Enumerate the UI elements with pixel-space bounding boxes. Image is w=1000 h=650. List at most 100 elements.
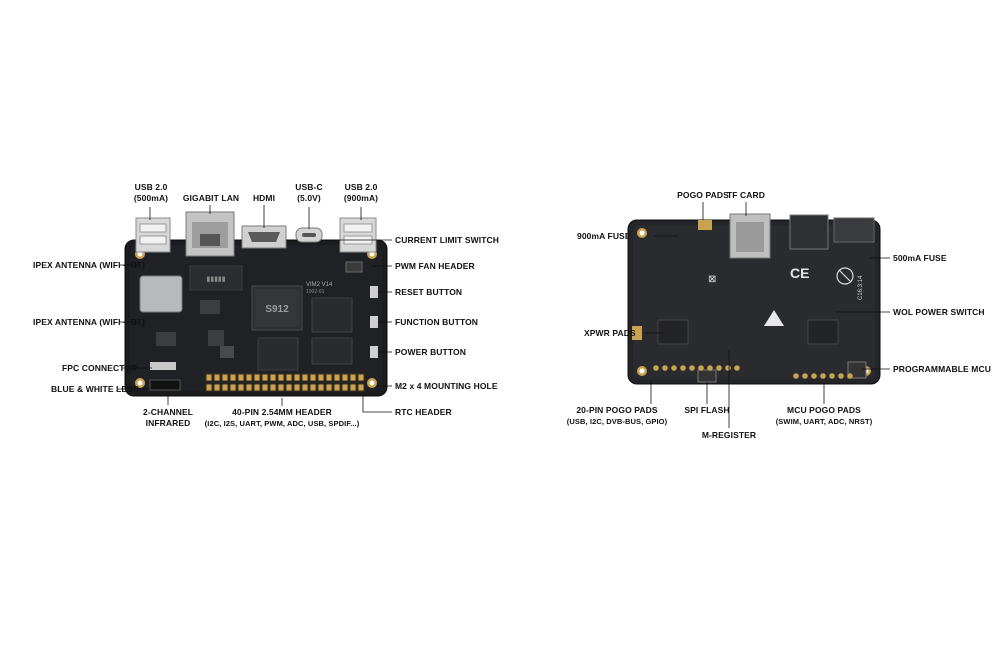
spi-flash-chip [697, 369, 717, 383]
pogo-pad [680, 365, 686, 371]
label-fpc-connector: FPC CONNECTOR [62, 363, 138, 373]
label-wol-power-switch: WOL POWER SWITCH [893, 307, 985, 317]
label-leds: BLUE & WHITE LEDS [51, 384, 140, 394]
ram-chip [311, 337, 353, 365]
date-silk: 1902-01 [306, 289, 325, 295]
pwm-fan-header [345, 261, 363, 273]
label-pogo-pads: POGO PADS [677, 190, 729, 200]
label-function-button: FUNCTION BUTTON [395, 317, 479, 327]
mcu-pogo-pad [847, 373, 853, 379]
gpio-pin [213, 383, 221, 392]
gpio-pin [213, 373, 221, 382]
gpio-pin [301, 373, 309, 382]
gpio-pin [357, 373, 365, 382]
label-mounting-hole: M2 x 4 MOUNTING HOLE [395, 381, 498, 391]
gpio-header [205, 373, 365, 392]
gpio-pin [333, 373, 341, 382]
pogo-pad [662, 365, 668, 371]
label-usb2-right: USB 2.0(900mA) [343, 182, 379, 203]
front-board: ▮▮▮▮▮ S912 VIM2 V14 1902-01 [118, 205, 392, 413]
gpio-pin [205, 383, 213, 392]
pogo-pad [653, 365, 659, 371]
gpio-pin [301, 383, 309, 392]
label-40-pin-header: 40-PIN 2.54MM HEADER(I2C, I2S, UART, PWM… [204, 407, 360, 428]
gpio-pin [325, 383, 333, 392]
gpio-pin [285, 373, 293, 382]
label-rtc-header: RTC HEADER [395, 407, 452, 417]
usb2-port-left [135, 217, 171, 253]
gpio-pin [221, 373, 229, 382]
mcu-pogo-pad [793, 373, 799, 379]
pogo-pad [716, 365, 722, 371]
pogo-pads-top [698, 220, 712, 230]
gpio-pin [229, 383, 237, 392]
mcu-pogo-pad [838, 373, 844, 379]
gpio-pin [277, 373, 285, 382]
gpio-pin [357, 383, 365, 392]
emmc-chip [189, 265, 243, 291]
model-silk: VIM2 V14 [306, 282, 333, 288]
gpio-pin [309, 373, 317, 382]
mcu-pogo-pad [811, 373, 817, 379]
programmable-mcu-chip [847, 361, 867, 379]
pogo-pad [725, 365, 731, 371]
gpio-pin [253, 373, 261, 382]
gpio-pin [293, 373, 301, 382]
pogo-pad [734, 365, 740, 371]
gpio-pin [349, 373, 357, 382]
label-usbc: USB-C(5.0V) [295, 182, 323, 203]
gpio-pin [245, 383, 253, 392]
label-reset-button: RESET BUTTON [395, 287, 463, 297]
usbc-port [295, 227, 323, 243]
serial-silk: C16:3:14 [858, 275, 864, 300]
power-button [370, 346, 378, 358]
hdmi-port [241, 225, 287, 249]
pogo-pad [707, 365, 713, 371]
ce-mark: CE [790, 265, 809, 281]
gpio-pin [269, 373, 277, 382]
weee-symbol [836, 267, 854, 285]
label-spi-flash: SPI FLASH [684, 405, 730, 415]
gpio-pin [341, 383, 349, 392]
esd-warning-icon [764, 310, 784, 326]
label-ipex-antenna-1: IPEX ANTENNA (WIFI + BT) [33, 260, 146, 270]
label-500ma-fuse: 500mA FUSE [893, 253, 947, 263]
gpio-pin [205, 373, 213, 382]
gpio-pin [229, 373, 237, 382]
gpio-pin [237, 373, 245, 382]
pogo-pad [698, 365, 704, 371]
wifi-module [139, 275, 183, 313]
ram-chip [257, 337, 299, 371]
fpc-connector [150, 362, 176, 370]
label-hdmi: HDMI [252, 193, 276, 203]
pogo-pads-bottom [653, 365, 853, 379]
reset-button [370, 286, 378, 298]
pogo-pad [689, 365, 695, 371]
gpio-pin [333, 383, 341, 392]
label-900ma-fuse: 900mA FUSE [577, 231, 631, 241]
label-ipex-antenna-2: IPEX ANTENNA (WIFI + BT) [33, 317, 146, 327]
gpio-pin [261, 373, 269, 382]
svg-text:▮▮▮▮▮: ▮▮▮▮▮ [206, 276, 225, 283]
gpio-pin [245, 373, 253, 382]
label-tf-card: TF CARD [727, 190, 765, 200]
soc-chip: S912 [251, 285, 303, 331]
pogo-pad [671, 365, 677, 371]
label-m-register: M-REGISTER [701, 430, 757, 440]
gpio-pin [317, 383, 325, 392]
gpio-pin [285, 383, 293, 392]
mcu-pogo-pad [802, 373, 808, 379]
infrared-receiver [149, 379, 181, 391]
gpio-pin [317, 373, 325, 382]
label-current-limit-switch: CURRENT LIMIT SWITCH [395, 235, 499, 245]
gpio-pin [293, 383, 301, 392]
label-20-pin-pogo-pads: 20-PIN POGO PADS(USB, I2C, DVB-BUS, GPIO… [566, 405, 668, 426]
recycle-bin-icon: ⊠ [708, 274, 716, 285]
usb2-port-right [339, 217, 377, 253]
gpio-pin [325, 373, 333, 382]
gpio-pin [237, 383, 245, 392]
label-gigabit-lan: GIGABIT LAN [182, 193, 240, 203]
label-xpwr-pads: XPWR PADS [584, 328, 636, 338]
